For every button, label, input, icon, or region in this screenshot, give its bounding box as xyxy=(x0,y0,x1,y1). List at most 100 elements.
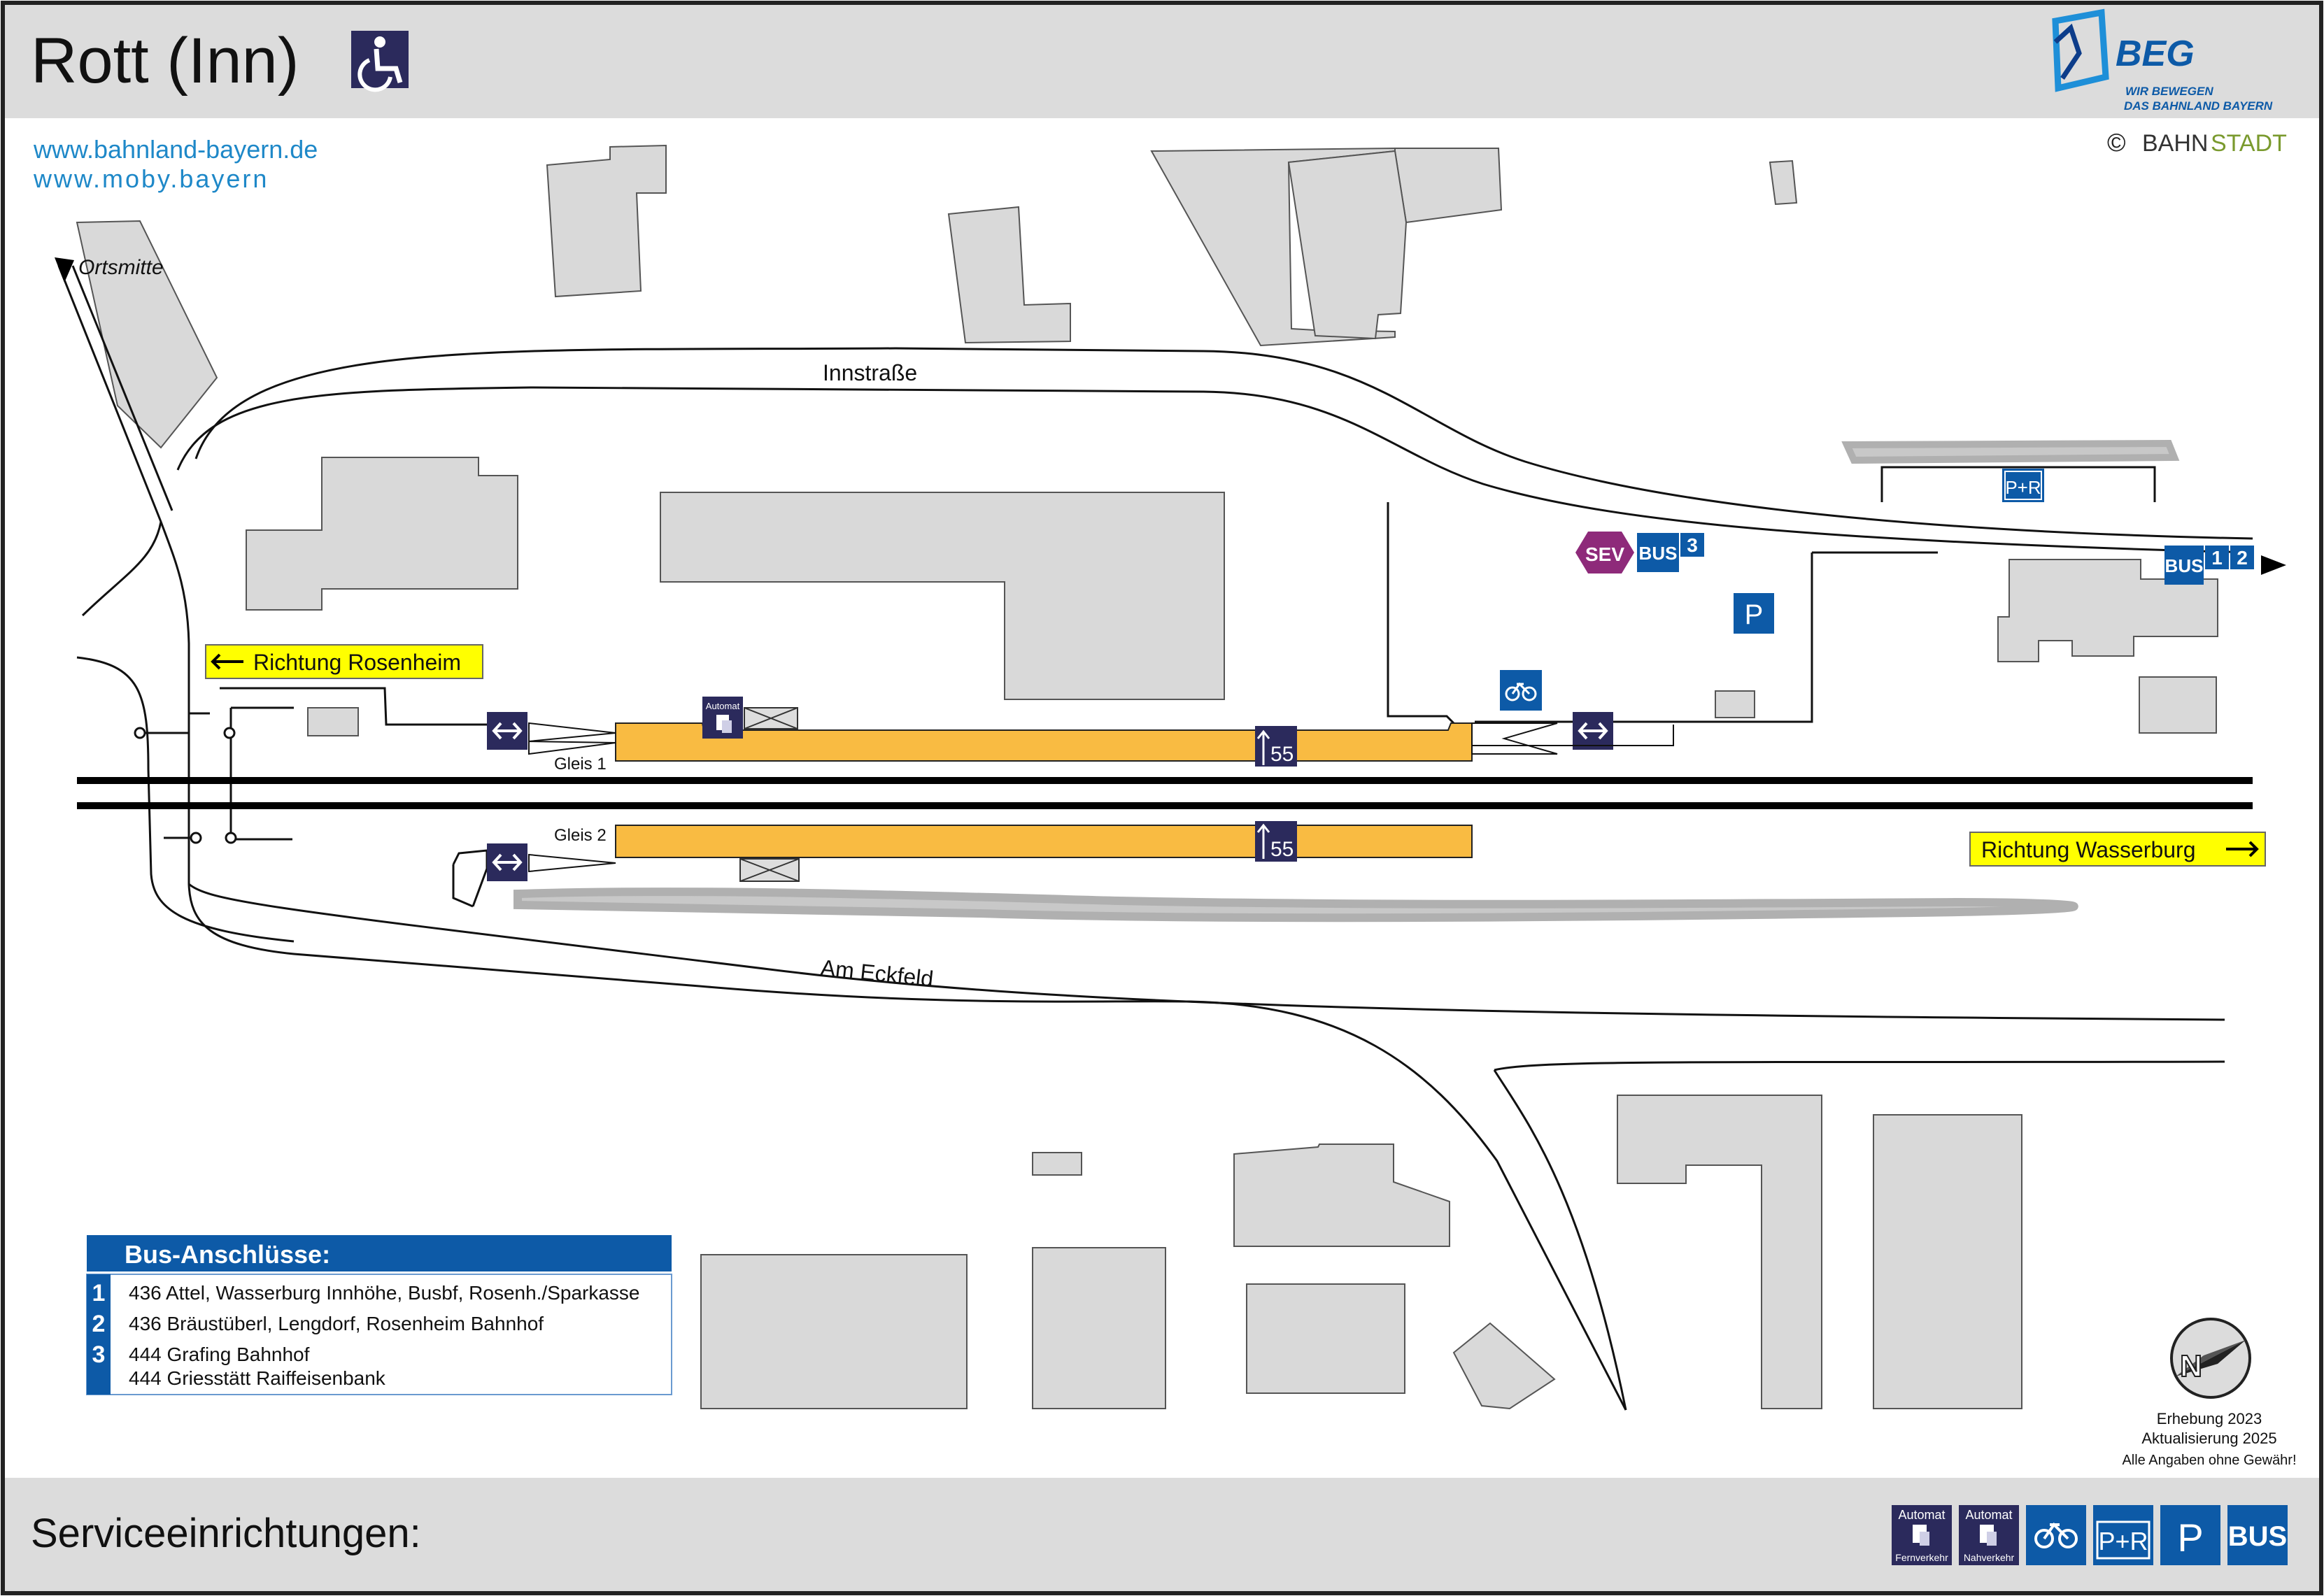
arrow-east-icon xyxy=(2261,555,2286,575)
footer-bus-icon: BUS xyxy=(2227,1505,2288,1565)
page-title: Rott (Inn) xyxy=(31,25,299,97)
bus-stop-1-number: 1 xyxy=(2211,547,2223,569)
parking-label: P xyxy=(1745,599,1764,630)
arrow-ortsmitte-icon xyxy=(55,257,74,283)
building xyxy=(1769,159,1798,206)
bus-connection-num-2: 2 xyxy=(92,1311,106,1337)
arrow-right-icon xyxy=(2226,841,2259,857)
park-and-ride-label: P+R xyxy=(2005,477,2041,498)
building xyxy=(307,707,359,736)
bus-connection-line-3a: 444 Grafing Bahnhof xyxy=(129,1344,310,1365)
wheelchair-icon xyxy=(351,31,409,92)
footer-title: Serviceeinrichtungen: xyxy=(31,1511,421,1556)
beg-logo: BEG WIR BEWEGEN DAS BAHNLAND BAYERN xyxy=(2052,8,2273,113)
footer-ticket-nahverkehr-icon: Automat Nahverkehr xyxy=(1959,1505,2019,1565)
bus-stop-2-number: 2 xyxy=(2237,547,2248,569)
building xyxy=(1715,690,1755,718)
bahnstadt-brand-b: STADT xyxy=(2211,130,2287,157)
platform-height-2: 55 xyxy=(1255,821,1297,862)
direction-rosenheim-label: Richtung Rosenheim xyxy=(253,650,461,675)
building xyxy=(1617,1095,1822,1409)
footer-bicycle-icon xyxy=(2026,1505,2086,1565)
building xyxy=(76,220,218,449)
level-crossing xyxy=(134,727,237,844)
buildings xyxy=(76,144,2218,1410)
footer-ticket-fernverkehr-icon: Automat Fernverkehr xyxy=(1892,1505,1952,1565)
fence xyxy=(1472,725,1674,746)
building xyxy=(1873,1114,2022,1409)
hedge-north xyxy=(1841,439,2180,464)
building xyxy=(1394,148,1503,224)
sev-icon: SEV xyxy=(1575,532,1634,573)
bicycle-parking-icon xyxy=(1500,670,1542,711)
bus-connections-panel: Bus-Anschlüsse: 1 436 Attel, Wasserburg … xyxy=(86,1235,672,1395)
direction-rosenheim: Richtung Rosenheim xyxy=(205,644,483,679)
bus-connection-num-1: 1 xyxy=(92,1280,106,1306)
compass-icon: N xyxy=(2170,1318,2251,1399)
survey-update: Aktualisierung 2025 xyxy=(2141,1430,2276,1447)
copyright-symbol: © xyxy=(2107,128,2126,157)
building xyxy=(1032,1152,1082,1176)
building xyxy=(660,492,1225,700)
building xyxy=(1287,150,1408,340)
park-and-ride-icon: P+R xyxy=(2002,469,2044,502)
footer-parking-icon: P xyxy=(2160,1505,2220,1565)
shelter-1 xyxy=(744,707,798,729)
footer-ticket-nahverkehr-bottom: Nahverkehr xyxy=(1964,1552,2015,1563)
direction-wasserburg-label: Richtung Wasserburg xyxy=(1981,837,2196,862)
footer-parking-label: P xyxy=(2177,1516,2203,1560)
roads xyxy=(57,265,2253,1411)
survey-disclaimer: Alle Angaben ohne Gewähr! xyxy=(2122,1453,2296,1468)
building xyxy=(2139,676,2217,734)
bus-stop-3-icon: BUS 3 xyxy=(1637,533,1704,572)
footer-ticket-nahverkehr-top: Automat xyxy=(1965,1508,2012,1522)
building xyxy=(546,144,667,298)
building xyxy=(246,457,518,611)
building xyxy=(947,206,1071,344)
hedge-south xyxy=(513,888,2078,922)
ticket-machine-map-label: Automat xyxy=(706,701,740,711)
building xyxy=(700,1254,968,1409)
footer-park-and-ride-label: P+R xyxy=(2098,1527,2148,1555)
building xyxy=(1032,1247,1166,1409)
beg-tagline-1: WIR BEWEGEN xyxy=(2125,85,2213,98)
bus-stop-3-number: 3 xyxy=(1687,534,1698,556)
building xyxy=(1233,1143,1450,1247)
platform-height-1-value: 55 xyxy=(1270,743,1294,766)
building xyxy=(1246,1283,1405,1394)
parking-icon: P xyxy=(1734,593,1774,634)
shelter-2 xyxy=(739,858,800,882)
beg-tagline-2: DAS BAHNLAND BAYERN xyxy=(2124,99,2273,113)
ticket-machine-icon: Automat xyxy=(702,697,743,739)
platform-gleis-2 xyxy=(615,825,1473,858)
beg-logo-name: BEG xyxy=(2116,34,2195,74)
bus-connection-line-1: 436 Attel, Wasserburg Innhöhe, Busbf, Ro… xyxy=(129,1282,640,1304)
platform-ramps xyxy=(528,722,1558,873)
bus-connections-title: Bus-Anschlüsse: xyxy=(125,1240,330,1269)
street-innstrasse: Innstraße xyxy=(823,360,917,385)
survey-year: Erhebung 2023 xyxy=(2157,1410,2262,1427)
footer-ticket-fernverkehr-bottom: Fernverkehr xyxy=(1895,1552,1948,1563)
gleis-2-label: Gleis 2 xyxy=(554,826,607,845)
compass-north-label: N xyxy=(2180,1349,2202,1383)
footer-park-and-ride-icon: P+R xyxy=(2093,1505,2153,1565)
link-moby[interactable]: www.moby.bayern xyxy=(33,164,269,193)
gleis-1-label: Gleis 1 xyxy=(554,755,607,774)
bahnstadt-brand-a: BAHN xyxy=(2142,130,2208,157)
arrow-left-icon xyxy=(211,653,243,670)
link-bahnland[interactable]: www.bahnland-bayern.de xyxy=(33,135,318,164)
access-icon-left-2 xyxy=(487,843,527,881)
footer-bus-label: BUS xyxy=(2228,1521,2287,1552)
access-icon-right xyxy=(1573,712,1613,750)
sev-label: SEV xyxy=(1585,543,1624,565)
bus-stop-3-label: BUS xyxy=(1639,543,1678,564)
bus-stop-12-label: BUS xyxy=(2165,555,2204,576)
footer-ticket-fernverkehr-top: Automat xyxy=(1898,1508,1945,1522)
platform-height-2-value: 55 xyxy=(1270,838,1294,861)
bus-connection-num-3: 3 xyxy=(92,1341,106,1368)
access-icon-left-1 xyxy=(487,712,527,750)
bus-stop-12-icon: BUS 1 2 xyxy=(2164,546,2254,585)
ortsmitte-label: Ortsmitte xyxy=(78,256,164,279)
building xyxy=(1452,1322,1556,1410)
